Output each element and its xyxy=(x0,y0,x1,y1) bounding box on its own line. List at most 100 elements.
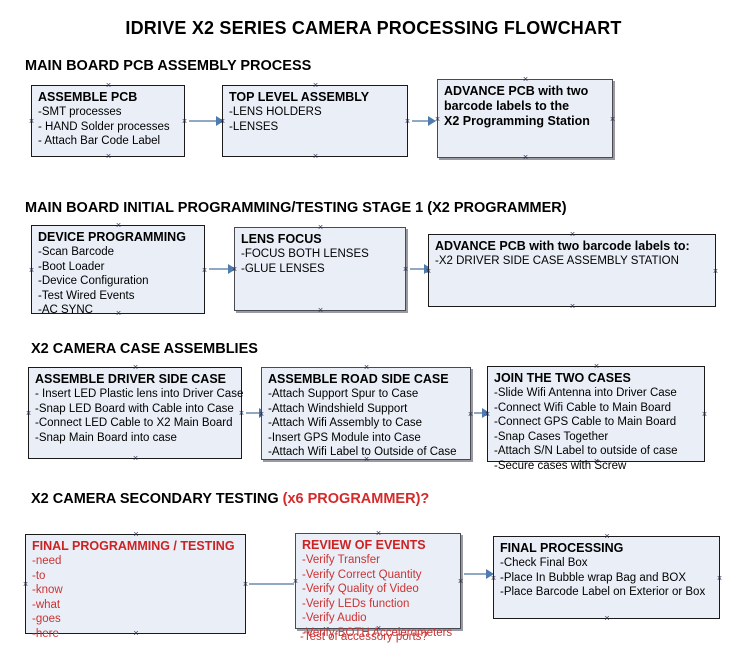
box-line: - Insert LED Plastic lens into Driver Ca… xyxy=(35,388,244,400)
box-title: ADVANCE PCB with two barcode labels to: xyxy=(435,239,690,253)
box-line: -Attach Wifi Assembly to Case xyxy=(268,417,423,429)
anchor-handle-left[interactable] xyxy=(28,267,35,274)
connector-assemble-pcb-to-top-level xyxy=(189,120,219,122)
anchor-handle-left[interactable] xyxy=(292,578,299,585)
anchor-handle-bottom[interactable] xyxy=(115,310,122,317)
connector-top-level-to-advance-pcb xyxy=(412,120,430,122)
box-line: -FOCUS BOTH LENSES xyxy=(241,248,369,260)
box-lens-focus[interactable]: LENS FOCUS -FOCUS BOTH LENSES -GLUE LENS… xyxy=(234,227,406,311)
anchor-handle-right[interactable] xyxy=(402,266,409,273)
box-final-processing[interactable]: FINAL PROCESSING -Check Final Box -Place… xyxy=(493,536,720,619)
box-line: -LENS HOLDERS xyxy=(229,106,322,118)
anchor-handle-top[interactable] xyxy=(593,363,600,370)
section-title-main-board-pcb-assembly: MAIN BOARD PCB ASSEMBLY PROCESS xyxy=(25,58,312,74)
box-title: X2 Programming Station xyxy=(444,114,590,128)
anchor-handle-top[interactable] xyxy=(132,364,139,371)
box-line: - HAND Solder processes xyxy=(38,120,170,133)
box-line: -Check Final Box xyxy=(500,557,588,569)
anchor-handle-bottom[interactable] xyxy=(133,630,140,637)
anchor-handle-right[interactable] xyxy=(201,267,208,274)
box-assemble-pcb[interactable]: ASSEMBLE PCB -SMT processes - HAND Solde… xyxy=(31,85,185,157)
anchor-handle-top[interactable] xyxy=(363,364,370,371)
box-line: -Place In Bubble wrap Bag and BOX xyxy=(500,571,687,584)
anchor-handle-left[interactable] xyxy=(258,411,265,418)
anchor-handle-left[interactable] xyxy=(219,118,226,125)
anchor-handle-right[interactable] xyxy=(609,116,616,123)
anchor-handle-left[interactable] xyxy=(231,266,238,273)
box-line: -Snap Cases Together xyxy=(494,430,609,443)
box-title: ADVANCE PCB with two xyxy=(444,84,589,98)
anchor-handle-right[interactable] xyxy=(467,411,474,418)
connector-device-programming-to-lens-focus xyxy=(209,268,231,270)
anchor-handle-left[interactable] xyxy=(490,575,497,582)
box-line: -Snap LED Board with Cable into Case xyxy=(35,402,234,415)
box-device-programming[interactable]: DEVICE PROGRAMMING -Scan Barcode -Boot L… xyxy=(28,222,208,317)
box-title: ASSEMBLE ROAD SIDE CASE xyxy=(268,372,449,386)
box-line: -Attach S/N Label to outside of case xyxy=(494,445,678,457)
box-top-level-assembly[interactable]: TOP LEVEL ASSEMBLY -LENS HOLDERS -LENSES xyxy=(222,85,408,157)
anchor-handle-top[interactable] xyxy=(604,533,611,540)
anchor-handle-bottom[interactable] xyxy=(317,307,324,314)
anchor-handle-right[interactable] xyxy=(404,118,411,125)
anchor-handle-top[interactable] xyxy=(317,224,324,231)
box-join-the-two-cases[interactable]: JOIN THE TWO CASES -Slide Wifi Antenna i… xyxy=(484,363,708,472)
box-review-of-events[interactable]: REVIEW OF EVENTS -Verify Transfer -Verif… xyxy=(292,530,464,639)
anchor-handle-left[interactable] xyxy=(425,268,432,275)
anchor-handle-left[interactable] xyxy=(25,410,32,417)
anchor-handle-right[interactable] xyxy=(181,118,188,125)
box-line: -what xyxy=(32,598,61,611)
anchor-handle-top[interactable] xyxy=(312,82,319,89)
section-title-x2-camera-secondary-testing: X2 CAMERA SECONDARY TESTING (x6 PROGRAMM… xyxy=(31,491,429,507)
box-title: REVIEW OF EVENTS xyxy=(302,538,426,552)
box-final-programming-testing[interactable]: FINAL PROGRAMMING / TESTING -need -to -k… xyxy=(22,531,249,640)
anchor-handle-bottom[interactable] xyxy=(105,153,112,160)
box-assemble-driver-side-case[interactable]: ASSEMBLE DRIVER SIDE CASE - Insert LED P… xyxy=(25,364,245,462)
anchor-handle-top[interactable] xyxy=(522,76,529,83)
section-title-x2-camera-case-assemblies: X2 CAMERA CASE ASSEMBLIES xyxy=(31,341,258,357)
box-title: JOIN THE TWO CASES xyxy=(494,371,631,385)
connector-arrow-icon xyxy=(428,116,436,126)
connector-review-to-final-processing xyxy=(464,573,489,575)
box-line: -Verify Transfer xyxy=(302,554,380,566)
box-line: -Attach Windshield Support xyxy=(268,402,408,415)
box-title: LENS FOCUS xyxy=(241,232,322,246)
box-line: -goes xyxy=(32,613,61,625)
anchor-handle-bottom[interactable] xyxy=(132,455,139,462)
anchor-handle-left[interactable] xyxy=(28,118,35,125)
connector-lens-focus-to-advance-pcb-driver xyxy=(410,268,427,270)
box-line: -Insert GPS Module into Case xyxy=(268,431,421,444)
anchor-handle-right[interactable] xyxy=(242,581,249,588)
anchor-handle-right[interactable] xyxy=(712,268,719,275)
anchor-handle-bottom[interactable] xyxy=(312,153,319,160)
anchor-handle-top[interactable] xyxy=(105,82,112,89)
anchor-handle-left[interactable] xyxy=(434,116,441,123)
anchor-handle-bottom[interactable] xyxy=(522,154,529,161)
anchor-handle-right[interactable] xyxy=(238,410,245,417)
anchor-handle-top[interactable] xyxy=(569,231,576,238)
box-assemble-road-side-case[interactable]: ASSEMBLE ROAD SIDE CASE -Attach Support … xyxy=(261,367,471,460)
anchor-handle-right[interactable] xyxy=(701,411,708,418)
box-line: -Attach Wifi Label to Outside of Case xyxy=(268,446,457,458)
box-advance-pcb-programming-station[interactable]: ADVANCE PCB with two barcode labels to t… xyxy=(437,79,613,158)
anchor-handle-bottom[interactable] xyxy=(569,303,576,310)
anchor-handle-bottom[interactable] xyxy=(363,456,370,463)
box-title: ASSEMBLE DRIVER SIDE CASE xyxy=(35,372,227,386)
anchor-handle-top[interactable] xyxy=(133,531,140,538)
anchor-handle-bottom[interactable] xyxy=(593,458,600,465)
box-title: barcode labels to the xyxy=(444,99,570,113)
box-line: -Slide Wifi Antenna into Driver Case xyxy=(494,387,677,399)
anchor-handle-left[interactable] xyxy=(484,411,491,418)
anchor-handle-bottom[interactable] xyxy=(604,615,611,622)
box-line: -X2 DRIVER SIDE CASE ASSEMBLY STATION xyxy=(435,255,679,267)
anchor-handle-right[interactable] xyxy=(716,575,723,582)
anchor-handle-left[interactable] xyxy=(22,581,29,588)
anchor-handle-top[interactable] xyxy=(375,530,382,537)
box-advance-pcb-driver-side-case[interactable]: ADVANCE PCB with two barcode labels to: … xyxy=(428,234,716,307)
box-line: -AC SYNC xyxy=(38,304,93,316)
anchor-handle-top[interactable] xyxy=(115,222,122,229)
box-line: -GLUE LENSES xyxy=(241,262,325,275)
anchor-handle-right[interactable] xyxy=(457,578,464,585)
box-line: - Attach Bar Code Label xyxy=(38,135,161,147)
box-line: -here xyxy=(32,627,59,640)
